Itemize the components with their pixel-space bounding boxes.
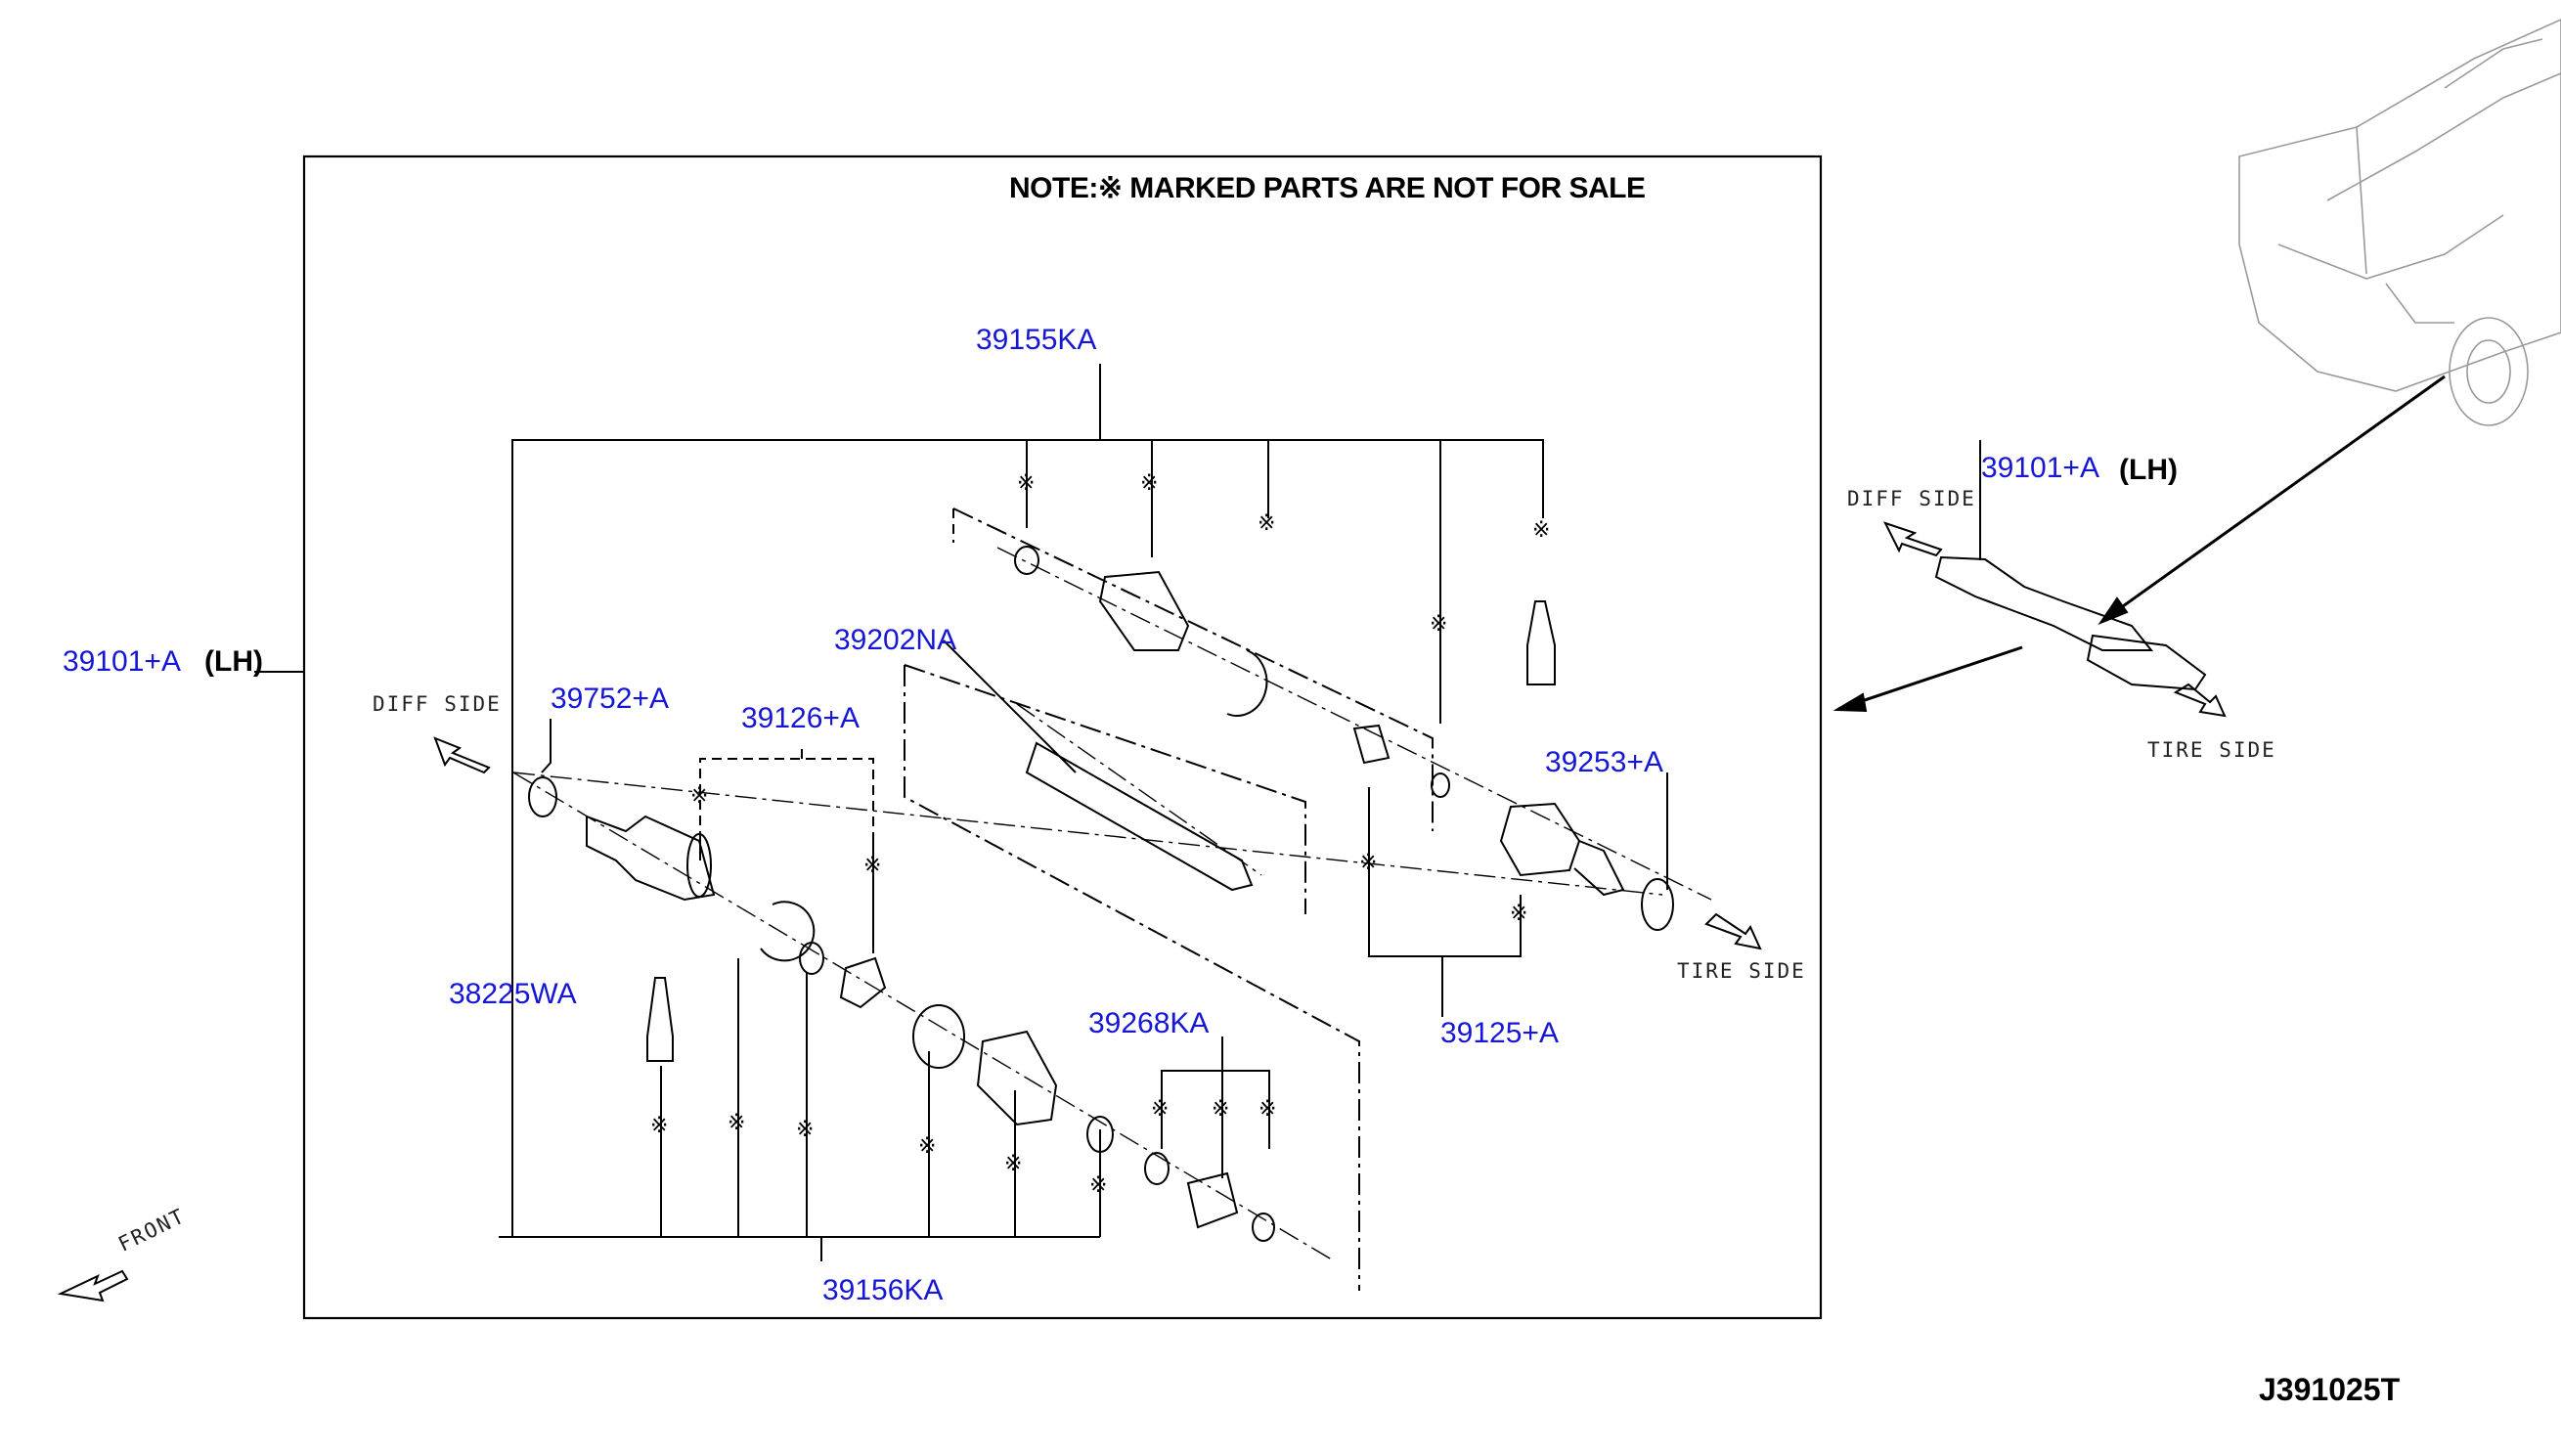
lh-label: (LH) [204, 645, 263, 678]
inset-shaft [1934, 555, 2154, 651]
not-for-sale-mark: ※ [690, 784, 709, 809]
not-for-sale-mark: ※ [1017, 471, 1036, 496]
inset-tire-side-label: TIRE SIDE [2147, 738, 2276, 762]
shaft-shape [1025, 741, 1254, 892]
not-for-sale-mark: ※ [796, 1118, 815, 1142]
not-for-sale-mark: ※ [1140, 471, 1159, 496]
inset-diff-side-label: DIFF SIDE [1847, 487, 1976, 510]
vehicle-illustration [2238, 19, 2561, 426]
not-for-sale-note: NOTE:※ MARKED PARTS ARE NOT FOR SALE [1009, 172, 1646, 204]
part-number-39253A[interactable]: 39253+A [1545, 746, 1663, 778]
part-number-39202NA[interactable]: 39202NA [834, 624, 957, 656]
part-number-39126A[interactable]: 39126+A [741, 702, 860, 734]
not-for-sale-mark: ※ [1089, 1173, 1108, 1198]
part-number-39752A[interactable]: 39752+A [551, 683, 669, 715]
diff-side-arrow [433, 736, 491, 774]
inset-lh-label: (LH) [2119, 454, 2178, 486]
boot-band-shape [760, 901, 816, 962]
inner-boot-shape [976, 1030, 1058, 1126]
not-for-sale-mark: ※ [1258, 511, 1276, 536]
ball-cage-shape [1352, 724, 1391, 765]
diagram-frame [302, 154, 1823, 1320]
part-number-39125A[interactable]: 39125+A [1440, 1017, 1559, 1049]
not-for-sale-mark: ※ [1430, 612, 1448, 637]
part-number-39101A[interactable]: 39101+A [63, 645, 181, 678]
not-for-sale-mark: ※ [918, 1134, 937, 1159]
outer-boot-shape [1098, 570, 1190, 651]
part-number-39156KA[interactable]: 39156KA [822, 1274, 944, 1306]
diagram-reference-code: J391025T [2259, 1372, 2401, 1407]
damper-shape [1186, 1171, 1239, 1229]
outer-joint-shape [1499, 802, 1581, 877]
not-for-sale-mark: ※ [1212, 1097, 1230, 1122]
not-for-sale-mark: ※ [1510, 902, 1528, 926]
inset-diff-arrow [1883, 521, 1943, 557]
not-for-sale-mark: ※ [1359, 851, 1378, 875]
tire-side-label: TIRE SIDE [1677, 959, 1806, 983]
tire-side-arrow [1704, 912, 1762, 950]
part-number-39155KA[interactable]: 39155KA [976, 324, 1097, 356]
front-arrow [57, 1269, 129, 1302]
outer-band-shape [1226, 649, 1268, 717]
spider-assembly-shape [839, 956, 887, 1009]
joint-housing-shape [586, 815, 716, 902]
not-for-sale-mark: ※ [1532, 518, 1551, 543]
not-for-sale-mark: ※ [650, 1114, 669, 1138]
not-for-sale-mark: ※ [1258, 1097, 1277, 1122]
not-for-sale-mark: ※ [863, 854, 882, 878]
not-for-sale-mark: ※ [1004, 1152, 1023, 1176]
grease-tube-left [646, 977, 674, 1062]
inset-tire-arrow [2173, 683, 2227, 718]
part-number-39268KA[interactable]: 39268KA [1088, 1007, 1210, 1039]
not-for-sale-mark: ※ [728, 1111, 746, 1135]
snap-ring-shape [528, 776, 557, 817]
not-for-sale-mark: ※ [1151, 1097, 1170, 1122]
diff-side-label: DIFF SIDE [373, 692, 502, 716]
part-number-38225WA[interactable]: 38225WA [449, 978, 577, 1010]
grease-tube-right [1526, 600, 1556, 685]
inset-part-number-39101A[interactable]: 39101+A [1981, 452, 2099, 484]
